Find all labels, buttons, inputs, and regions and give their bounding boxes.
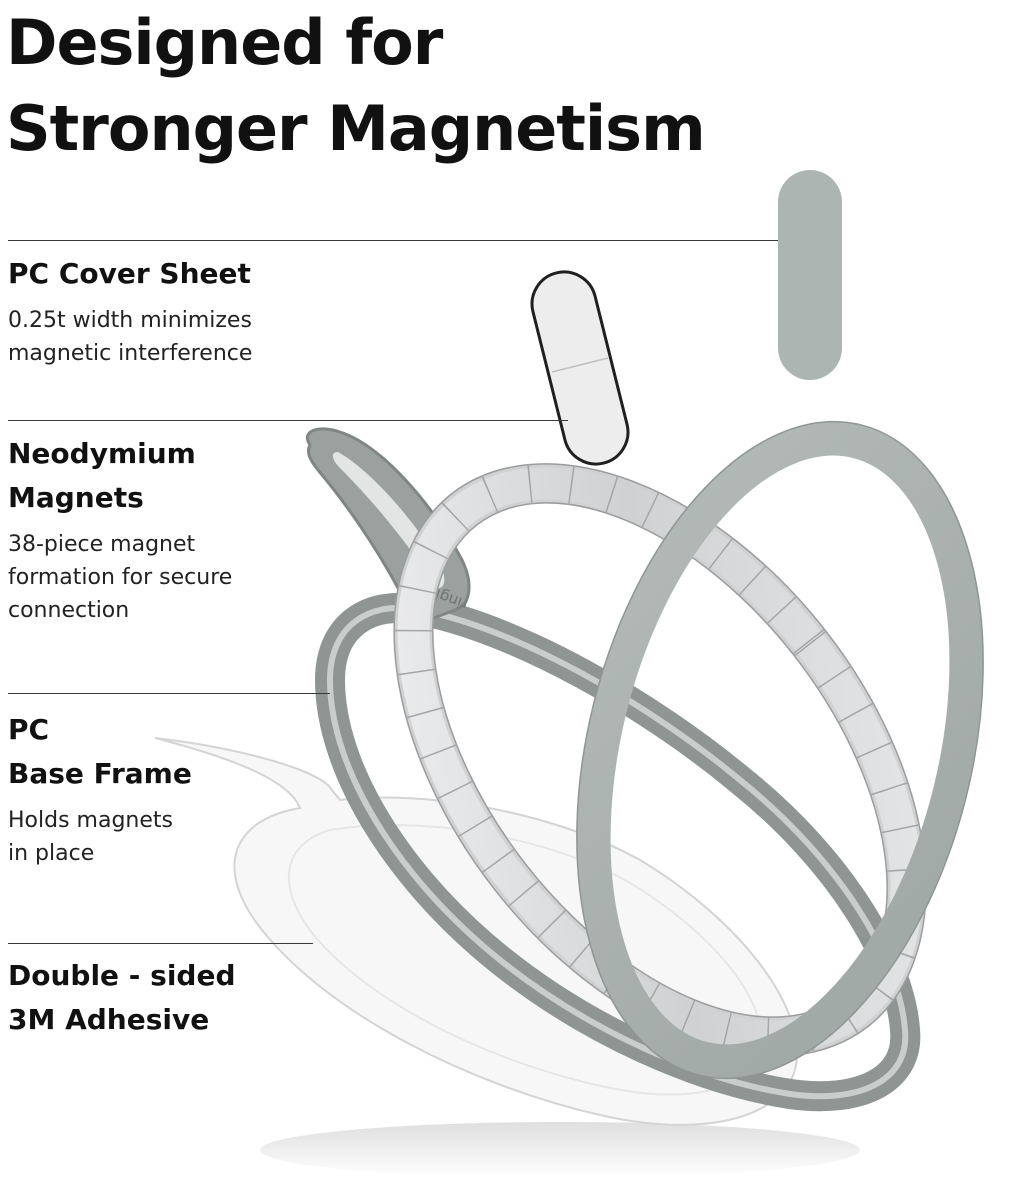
section-cover-sheet: PC Cover Sheet 0.25t width minimizes mag… bbox=[8, 252, 252, 370]
section-description: Holds magnets in place bbox=[8, 804, 192, 870]
divider-adhesive bbox=[8, 943, 313, 944]
desc-line: 0.25t width minimizes bbox=[8, 308, 252, 333]
section-heading: Neodymium Magnets bbox=[8, 432, 232, 520]
desc-line: formation for secure bbox=[8, 565, 233, 590]
desc-line: magnetic interference bbox=[8, 341, 253, 366]
cover-tab bbox=[778, 170, 842, 380]
base-frame: ringke bbox=[306, 427, 921, 1112]
divider-base-frame bbox=[8, 693, 330, 694]
section-magnets: Neodymium Magnets 38-piece magnet format… bbox=[8, 432, 232, 627]
heading-line: Double - sided bbox=[8, 959, 236, 992]
heading-line: 3M Adhesive bbox=[8, 1003, 210, 1036]
title-line-2: Stronger Magnetism bbox=[6, 92, 706, 165]
section-description: 38-piece magnet formation for secure con… bbox=[8, 528, 232, 627]
divider-magnets bbox=[8, 420, 568, 421]
section-heading: Double - sided 3M Adhesive bbox=[8, 954, 236, 1042]
title-line-1: Designed for bbox=[6, 6, 443, 79]
page-title: Designed for Stronger Magnetism bbox=[6, 0, 706, 172]
section-heading: PC Base Frame bbox=[8, 708, 192, 796]
desc-line: Holds magnets bbox=[8, 808, 173, 833]
cover-ring bbox=[576, 420, 984, 1080]
divider-cover-sheet bbox=[8, 240, 778, 241]
floor-shadow bbox=[260, 1122, 860, 1178]
section-base-frame: PC Base Frame Holds magnets in place bbox=[8, 708, 192, 870]
section-adhesive: Double - sided 3M Adhesive bbox=[8, 954, 236, 1042]
desc-line: connection bbox=[8, 598, 130, 623]
section-description: 0.25t width minimizes magnetic interfere… bbox=[8, 304, 252, 370]
section-heading: PC Cover Sheet bbox=[8, 252, 252, 296]
desc-line: 38-piece magnet bbox=[8, 532, 196, 557]
heading-line: Base Frame bbox=[8, 757, 192, 790]
desc-line: in place bbox=[8, 841, 95, 866]
heading-line: PC Cover Sheet bbox=[8, 257, 251, 290]
metal-plate bbox=[530, 270, 630, 466]
heading-line: Neodymium bbox=[8, 437, 196, 470]
heading-line: Magnets bbox=[8, 481, 144, 514]
heading-line: PC bbox=[8, 713, 50, 746]
